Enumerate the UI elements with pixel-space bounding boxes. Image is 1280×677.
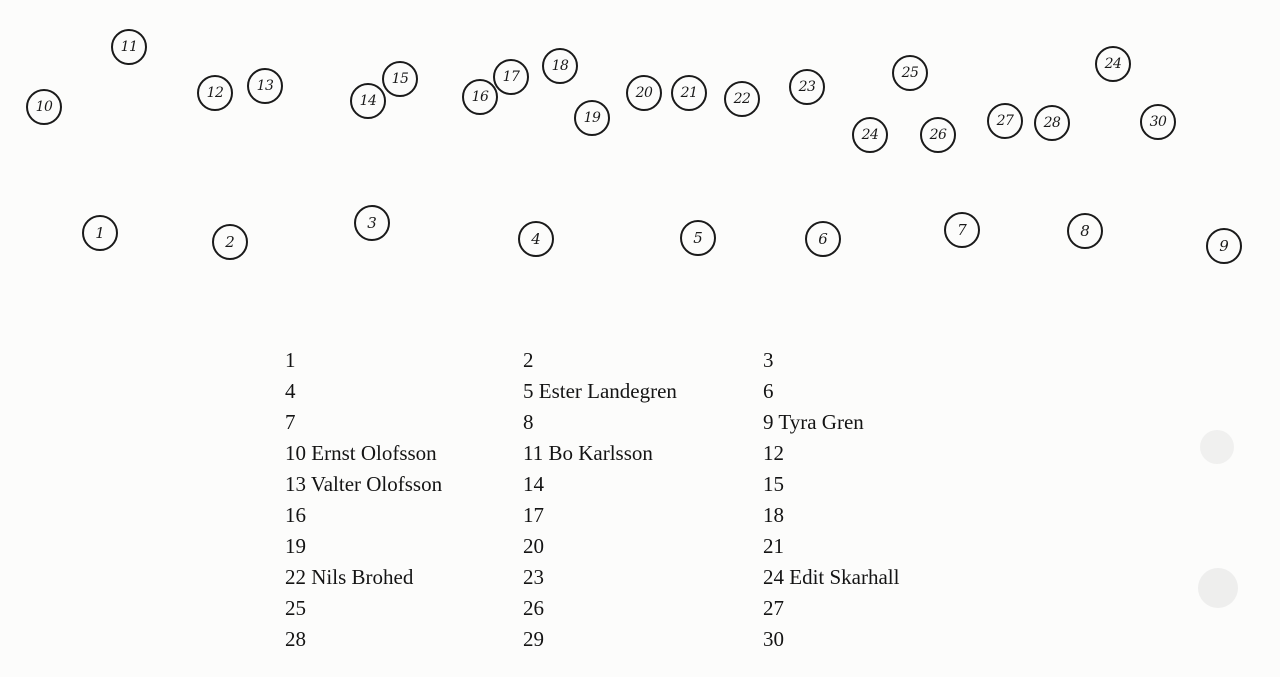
legend-entry: 24 Edit Skarhall: [763, 565, 900, 589]
legend-entry: 17: [523, 503, 544, 527]
person-marker-7: 7: [944, 212, 980, 248]
person-marker-28: 28: [1034, 105, 1070, 141]
person-marker-26: 26: [920, 117, 956, 153]
person-marker-27: 27: [987, 103, 1023, 139]
person-marker-18: 18: [542, 48, 578, 84]
scan-speck: [1200, 430, 1234, 464]
legend-entry: 29: [523, 627, 544, 651]
person-marker-22: 22: [724, 81, 760, 117]
legend-entry: 28: [285, 627, 306, 651]
legend-entry: 15: [763, 472, 784, 496]
person-marker-6: 6: [805, 221, 841, 257]
person-marker-10: 10: [26, 89, 62, 125]
legend-entry: 12: [763, 441, 784, 465]
person-marker-8: 8: [1067, 213, 1103, 249]
person-marker-25: 25: [892, 55, 928, 91]
legend-entry: 16: [285, 503, 306, 527]
person-marker-12: 12: [197, 75, 233, 111]
legend-entry: 20: [523, 534, 544, 558]
legend-entry: 18: [763, 503, 784, 527]
person-marker-3: 3: [354, 205, 390, 241]
legend-entry: 8: [523, 410, 534, 434]
legend-entry: 9 Tyra Gren: [763, 410, 864, 434]
legend-entry: 4: [285, 379, 296, 403]
legend-entry: 14: [523, 472, 544, 496]
legend-entry: 10 Ernst Olofsson: [285, 441, 437, 465]
legend-entry: 5 Ester Landegren: [523, 379, 677, 403]
person-marker-23: 23: [789, 69, 825, 105]
legend-entry: 21: [763, 534, 784, 558]
legend-entry: 27: [763, 596, 784, 620]
person-marker-19: 19: [574, 100, 610, 136]
person-marker-30: 30: [1140, 104, 1176, 140]
person-marker-15: 15: [382, 61, 418, 97]
legend-entry: 2: [523, 348, 534, 372]
person-marker-1: 1: [82, 215, 118, 251]
legend-entry: 26: [523, 596, 544, 620]
person-marker-20: 20: [626, 75, 662, 111]
person-marker-17: 17: [493, 59, 529, 95]
person-marker-14: 14: [350, 83, 386, 119]
legend-entry: 3: [763, 348, 774, 372]
person-marker-13: 13: [247, 68, 283, 104]
person-marker-11: 11: [111, 29, 147, 65]
person-marker-5: 5: [680, 220, 716, 256]
scan-speck: [1198, 568, 1238, 608]
legend-entry: 30: [763, 627, 784, 651]
legend-entry: 7: [285, 410, 296, 434]
legend-entry: 22 Nils Brohed: [285, 565, 414, 589]
person-marker-21: 21: [671, 75, 707, 111]
legend-entry: 23: [523, 565, 544, 589]
person-marker-24-upper: 24: [1095, 46, 1131, 82]
legend-entry: 11 Bo Karlsson: [523, 441, 653, 465]
legend-entry: 1: [285, 348, 296, 372]
person-marker-9: 9: [1206, 228, 1242, 264]
name-legend: 1 2 3 4 5 Ester Landegren 6 7 8 9 Tyra G…: [285, 345, 985, 665]
person-marker-16: 16: [462, 79, 498, 115]
legend-entry: 6: [763, 379, 774, 403]
legend-entry: 19: [285, 534, 306, 558]
person-marker-2: 2: [212, 224, 248, 260]
legend-entry: 25: [285, 596, 306, 620]
person-marker-4: 4: [518, 221, 554, 257]
person-marker-24-lower: 24: [852, 117, 888, 153]
legend-entry: 13 Valter Olofsson: [285, 472, 443, 496]
